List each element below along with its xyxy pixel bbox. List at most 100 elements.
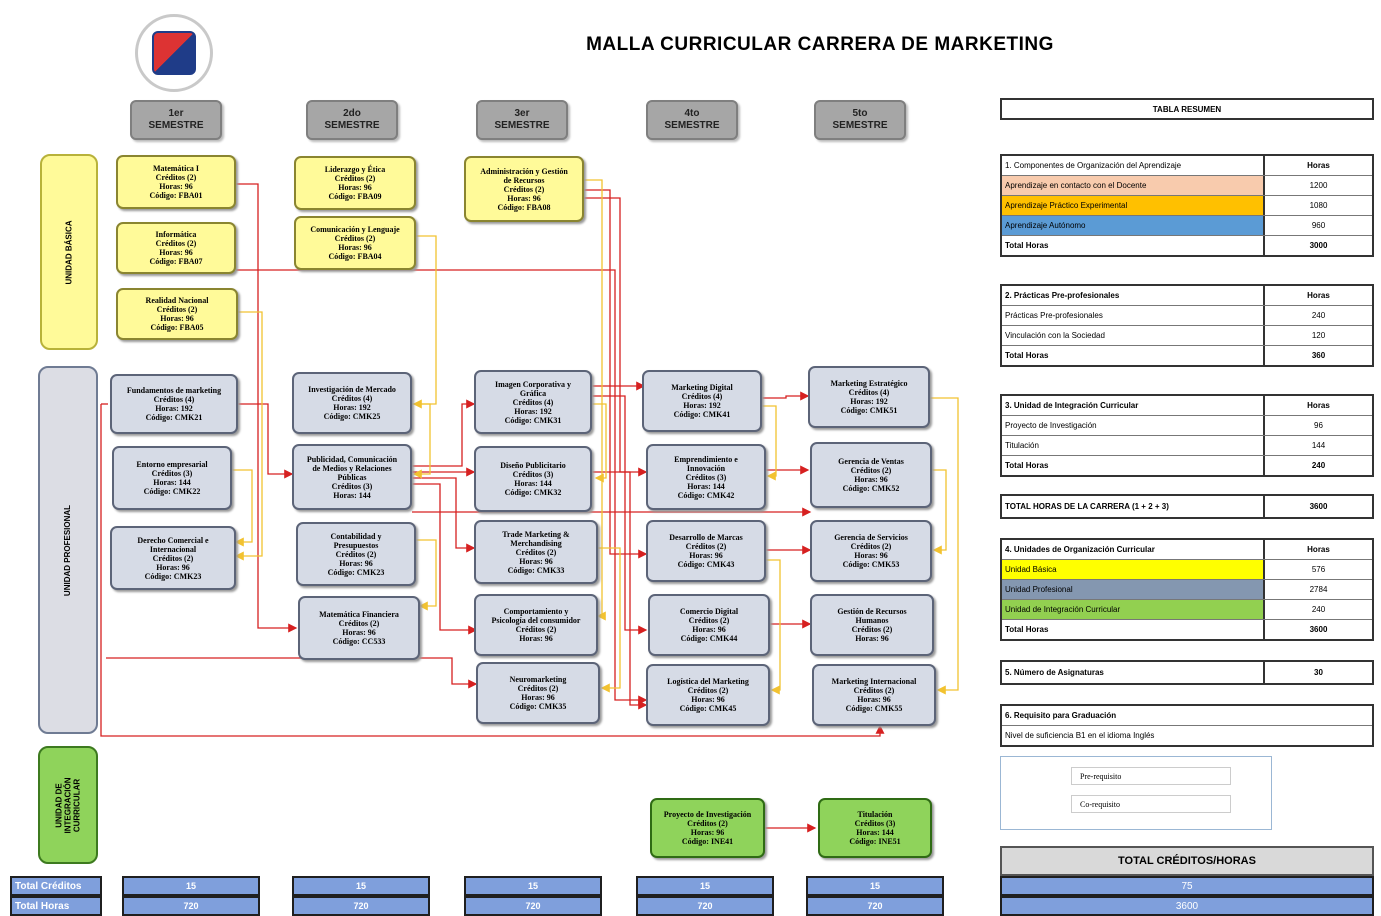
prereq-line bbox=[100, 404, 885, 737]
prereq-line bbox=[412, 399, 476, 467]
components-row-value: 960 bbox=[1263, 216, 1372, 235]
practicas-row-label: Vinculación con la Sociedad bbox=[1005, 331, 1105, 340]
integracion-total-label: Total Horas bbox=[1005, 461, 1049, 470]
course-gerencia-servicios[interactable]: Gerencia de Servicios Créditos (2) Horas… bbox=[810, 520, 932, 582]
prereq-line bbox=[592, 471, 648, 710]
legend-prereq-label: Pre-requisito bbox=[1071, 767, 1231, 785]
coreq-line bbox=[412, 235, 437, 409]
course-imagen-corporativa[interactable]: Imagen Corporativa y Gráfica Créditos (4… bbox=[474, 370, 592, 434]
prereq-line bbox=[412, 483, 478, 635]
course-logistica-marketing[interactable]: Logística del Marketing Créditos (2) Hor… bbox=[646, 664, 770, 726]
prereq-line bbox=[106, 657, 478, 689]
components-row-value: 1200 bbox=[1263, 176, 1372, 195]
prereq-line bbox=[592, 395, 648, 635]
unidades-row-value: 576 bbox=[1263, 560, 1372, 579]
course-neuromarketing[interactable]: Neuromarketing Créditos (2) Horas: 96 Có… bbox=[476, 662, 600, 724]
practicas-total-label: Total Horas bbox=[1005, 351, 1049, 360]
components-row-label: Aprendizaje Práctico Experimental bbox=[1002, 196, 1263, 215]
course-titulacion[interactable]: Titulación Créditos (3) Horas: 144 Códig… bbox=[818, 798, 932, 858]
components-table: 1. Componentes de Organización del Apren… bbox=[1000, 154, 1374, 257]
course-fundamentos-marketing[interactable]: Fundamentos de marketing Créditos (4) Ho… bbox=[110, 374, 238, 434]
unidades-row-value: 2784 bbox=[1263, 580, 1372, 599]
course-gestion-recursos-humanos[interactable]: Gestión de Recursos Humanos Créditos (2)… bbox=[810, 594, 934, 656]
prereq-line bbox=[582, 197, 648, 477]
semester-credits-cell: 15 bbox=[806, 876, 944, 896]
integracion-row-value: 96 bbox=[1263, 416, 1372, 435]
prereq-line bbox=[238, 403, 294, 479]
integracion-header: 3. Unidad de Integración Curricular bbox=[1005, 401, 1139, 410]
course-publicidad-comunicacion[interactable]: Publicidad, Comunicación de Medios y Rel… bbox=[292, 444, 412, 510]
course-proyecto-investigacion[interactable]: Proyecto de Investigación Créditos (2) H… bbox=[650, 798, 765, 858]
course-marketing-internacional[interactable]: Marketing Internacional Créditos (2) Hor… bbox=[812, 664, 936, 726]
total-credits-hours-header: TOTAL CRÉDITOS/HORAS bbox=[1000, 846, 1374, 876]
prereq-line bbox=[412, 477, 476, 553]
course-investigacion-mercado[interactable]: Investigación de Mercado Créditos (4) Ho… bbox=[292, 372, 412, 434]
course-realidad-nacional[interactable]: Realidad Nacional Créditos (2) Horas: 96… bbox=[116, 288, 238, 340]
course-marketing-digital[interactable]: Marketing Digital Créditos (4) Horas: 19… bbox=[642, 370, 762, 432]
course-liderazgo-etica[interactable]: Liderazgo y Ética Créditos (2) Horas: 96… bbox=[294, 156, 416, 210]
coreq-line bbox=[412, 403, 431, 479]
unidades-total-label: Total Horas bbox=[1005, 625, 1049, 634]
semester-header-5: 5to SEMESTRE bbox=[814, 100, 906, 140]
course-emprendimiento-innovacion[interactable]: Emprendimiento e Innovación Créditos (3)… bbox=[646, 444, 766, 510]
course-diseno-publicitario[interactable]: Diseño Publicitario Créditos (3) Horas: … bbox=[474, 446, 592, 512]
course-contabilidad-presupuestos[interactable]: Contabilidad y Presupuestos Créditos (2)… bbox=[296, 522, 416, 586]
prereq-line bbox=[582, 189, 648, 559]
unidades-total-value: 3600 bbox=[1263, 620, 1372, 639]
asignaturas-label: 5. Número de Asignaturas bbox=[1005, 668, 1104, 677]
graduacion-header: 6. Requisito para Graduación bbox=[1005, 711, 1117, 720]
course-derecho-comercial[interactable]: Derecho Comercial e Internacional Crédit… bbox=[110, 526, 236, 590]
course-comunicacion-lenguaje[interactable]: Comunicación y Lenguaje Créditos (2) Hor… bbox=[294, 216, 416, 270]
coreq-line bbox=[232, 469, 253, 547]
semester-header-3: 3er SEMESTRE bbox=[476, 100, 568, 140]
legend-coreq-label: Co-requisito bbox=[1071, 795, 1231, 813]
practicas-row-label: Prácticas Pre-profesionales bbox=[1005, 311, 1103, 320]
course-desarrollo-marcas[interactable]: Desarrollo de Marcas Créditos (2) Horas:… bbox=[646, 520, 766, 582]
summary-title: TABLA RESUMEN bbox=[1000, 98, 1374, 120]
coreq-line bbox=[234, 311, 263, 561]
practicas-header-value: Horas bbox=[1263, 286, 1372, 305]
semester-hours-cell: 720 bbox=[464, 896, 602, 916]
course-entorno-empresarial[interactable]: Entorno empresarial Créditos (3) Horas: … bbox=[112, 446, 232, 510]
components-row-label: Aprendizaje en contacto con el Docente bbox=[1002, 176, 1263, 195]
course-marketing-estrategico[interactable]: Marketing Estratégico Créditos (4) Horas… bbox=[808, 366, 930, 428]
bottom-credits-label: Total Créditos bbox=[10, 876, 102, 896]
components-header: 1. Componentes de Organización del Apren… bbox=[1005, 161, 1182, 170]
legend-box: Pre-requisito Co-requisito bbox=[1000, 756, 1272, 830]
course-informatica[interactable]: Informática Créditos (2) Horas: 96 Códig… bbox=[116, 222, 236, 274]
components-row-label: Aprendizaje Autónomo bbox=[1002, 216, 1263, 235]
coreq-line bbox=[596, 547, 621, 693]
unidades-header: 4. Unidades de Organización Curricular bbox=[1005, 545, 1155, 554]
seal-emblem bbox=[152, 31, 196, 75]
total-carrera-row: TOTAL HORAS DE LA CARRERA (1 + 2 + 3)360… bbox=[1000, 494, 1374, 519]
graduacion-table: 6. Requisito para Graduación Nivel de su… bbox=[1000, 704, 1374, 747]
unit-integracion-label: UNIDAD DE INTEGRACIÓN CURRICULAR bbox=[54, 777, 82, 833]
unit-profesional: UNIDAD PROFESIONAL bbox=[38, 366, 98, 734]
semester-hours-cell: 720 bbox=[292, 896, 430, 916]
total-carrera-label: TOTAL HORAS DE LA CARRERA (1 + 2 + 3) bbox=[1005, 502, 1169, 511]
integracion-row-value: 144 bbox=[1263, 436, 1372, 455]
course-trade-marketing[interactable]: Trade Marketing & Merchandising Créditos… bbox=[474, 520, 598, 584]
institution-logo bbox=[135, 14, 213, 92]
coreq-line bbox=[766, 559, 781, 695]
integracion-header-value: Horas bbox=[1263, 396, 1372, 415]
total-credits-value: 75 bbox=[1000, 876, 1374, 896]
bottom-hours-label: Total Horas bbox=[10, 896, 102, 916]
integracion-row-label: Titulación bbox=[1005, 441, 1039, 450]
integracion-row-label: Proyecto de Investigación bbox=[1005, 421, 1097, 430]
course-gerencia-ventas[interactable]: Gerencia de Ventas Créditos (2) Horas: 9… bbox=[810, 442, 932, 508]
semester-credits-cell: 15 bbox=[122, 876, 260, 896]
course-comportamiento-consumidor[interactable]: Comportamiento y Psicología del consumid… bbox=[474, 594, 598, 656]
course-matematica[interactable]: Matemática I Créditos (2) Horas: 96 Códi… bbox=[116, 155, 236, 209]
coreq-line bbox=[412, 539, 437, 611]
course-comercio-digital[interactable]: Comercio Digital Créditos (2) Horas: 96 … bbox=[648, 594, 770, 656]
course-administracion-recursos[interactable]: Administración y Gestión de Recursos Cré… bbox=[464, 156, 584, 222]
semester-hours-cell: 720 bbox=[122, 896, 260, 916]
components-header-value: Horas bbox=[1263, 156, 1372, 175]
course-matematica-financiera[interactable]: Matemática Financiera Créditos (2) Horas… bbox=[298, 596, 420, 660]
components-row-value: 1080 bbox=[1263, 196, 1372, 215]
